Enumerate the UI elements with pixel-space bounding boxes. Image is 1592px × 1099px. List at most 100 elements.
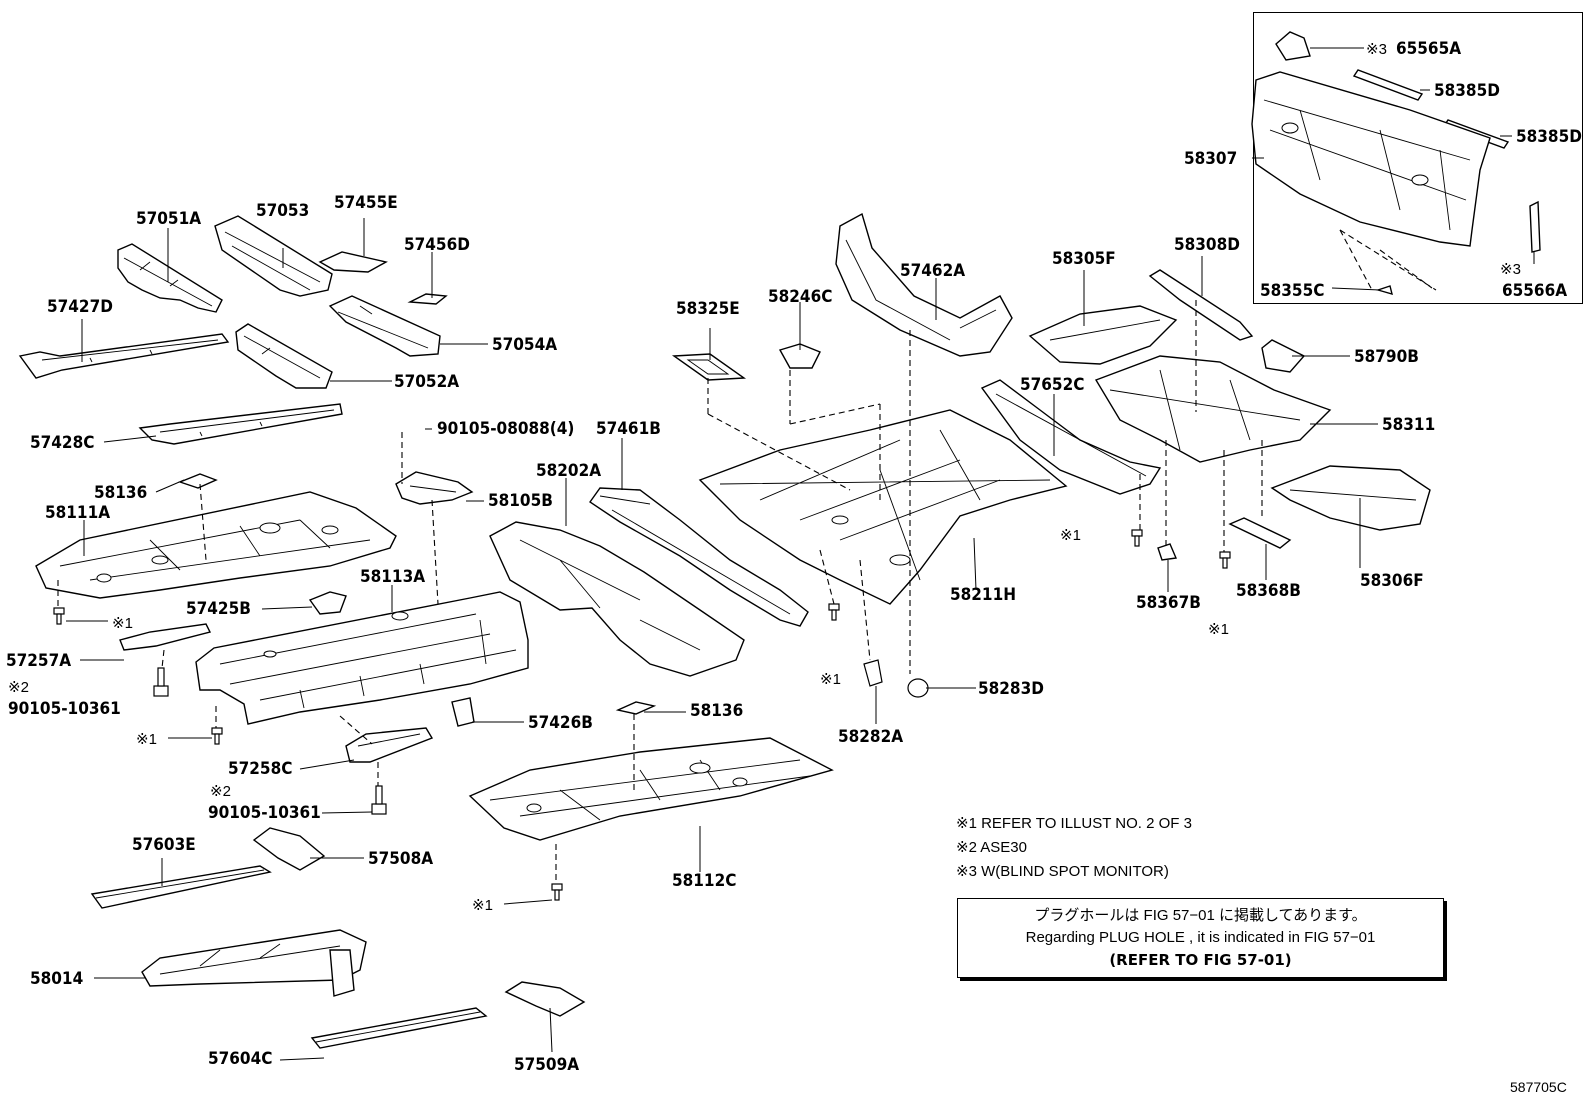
label-90105-08088[interactable]: 90105-08088(4) <box>437 419 574 439</box>
part-58112C[interactable] <box>468 737 834 841</box>
ref-mark-1b: ※1 <box>136 731 157 748</box>
part-58202A[interactable] <box>489 521 745 677</box>
part-58368B[interactable] <box>1228 517 1292 549</box>
label-57052A[interactable]: 57052A <box>394 372 459 392</box>
part-58282A[interactable] <box>863 659 883 687</box>
part-58385D-upper[interactable] <box>1352 69 1424 101</box>
label-57461B[interactable]: 57461B <box>596 419 661 439</box>
label-58113A[interactable]: 58113A <box>360 567 425 587</box>
label-57257A[interactable]: 57257A <box>6 651 71 671</box>
part-58306F[interactable] <box>1270 465 1431 531</box>
label-57051A[interactable]: 57051A <box>136 209 201 229</box>
label-57652C[interactable]: 57652C <box>1020 375 1084 395</box>
part-65566A[interactable] <box>1529 200 1541 253</box>
bolt-90105-10361-lower[interactable] <box>371 785 387 815</box>
label-58282A[interactable]: 58282A <box>838 727 903 747</box>
part-58246C[interactable] <box>778 343 821 369</box>
label-57428C[interactable]: 57428C <box>30 433 94 453</box>
label-90105-10361-upper[interactable]: 90105-10361 <box>8 699 121 719</box>
part-58367B[interactable] <box>1157 543 1178 561</box>
label-57258C[interactable]: 57258C <box>228 759 292 779</box>
part-57054A[interactable] <box>328 295 441 357</box>
part-57455E[interactable] <box>318 251 388 273</box>
part-58136-upper[interactable] <box>177 473 218 489</box>
part-57604C[interactable] <box>310 1007 488 1049</box>
label-58246C[interactable]: 58246C <box>768 287 832 307</box>
label-57054A[interactable]: 57054A <box>492 335 557 355</box>
label-58367B[interactable]: 58367B <box>1136 593 1201 613</box>
part-57053[interactable] <box>214 215 333 297</box>
label-57425B[interactable]: 57425B <box>186 599 251 619</box>
part-57427D[interactable] <box>18 333 230 379</box>
label-57053[interactable]: 57053 <box>256 201 309 221</box>
label-57509A[interactable]: 57509A <box>514 1055 579 1075</box>
label-57455E[interactable]: 57455E <box>334 193 398 213</box>
label-58283D[interactable]: 58283D <box>978 679 1044 699</box>
label-58111A[interactable]: 58111A <box>45 503 110 523</box>
label-58311[interactable]: 58311 <box>1382 415 1435 435</box>
label-65565A[interactable]: 65565A <box>1396 39 1461 59</box>
label-58308D[interactable]: 58308D <box>1174 235 1240 255</box>
label-58112C[interactable]: 58112C <box>672 871 736 891</box>
part-57051A[interactable] <box>117 243 223 313</box>
part-57257A[interactable] <box>119 623 212 651</box>
label-58355C[interactable]: 58355C <box>1260 281 1324 301</box>
part-57461B[interactable] <box>589 487 809 627</box>
bolt-ref1-c <box>551 883 563 901</box>
label-57603E[interactable]: 57603E <box>132 835 196 855</box>
label-57427D[interactable]: 57427D <box>47 297 113 317</box>
label-58306F[interactable]: 58306F <box>1360 571 1424 591</box>
part-57652C[interactable] <box>980 379 1162 495</box>
part-58136-lower[interactable] <box>615 701 657 715</box>
part-58283D[interactable] <box>907 678 929 698</box>
part-57462A[interactable] <box>835 212 1013 357</box>
part-58014[interactable] <box>141 929 367 997</box>
label-58202A[interactable]: 58202A <box>536 461 601 481</box>
label-90105-10361-lower[interactable]: 90105-10361 <box>208 803 321 823</box>
part-57508A[interactable] <box>252 827 326 871</box>
part-57509A[interactable] <box>504 981 586 1017</box>
bolt-ref1-f <box>1219 551 1231 569</box>
part-57425B[interactable] <box>308 591 347 615</box>
part-58355C[interactable] <box>1375 285 1393 296</box>
part-65565A[interactable] <box>1275 31 1311 61</box>
label-58014[interactable]: 58014 <box>30 969 83 989</box>
part-58105B[interactable] <box>395 471 474 505</box>
part-57456D[interactable] <box>407 293 448 305</box>
part-57052A[interactable] <box>235 323 333 389</box>
label-57508A[interactable]: 57508A <box>368 849 433 869</box>
note-ref3: ※3 W(BLIND SPOT MONITOR) <box>956 863 1169 880</box>
label-65566A[interactable]: 65566A <box>1502 281 1567 301</box>
label-57604C[interactable]: 57604C <box>208 1049 272 1069</box>
label-58105B[interactable]: 58105B <box>488 491 553 511</box>
part-labels: 57051A 57053 57455E 57456D 57427D 57054A… <box>6 39 1582 1095</box>
part-58111A[interactable] <box>35 491 397 599</box>
part-57603E[interactable] <box>90 865 272 909</box>
label-58211H[interactable]: 58211H <box>950 585 1016 605</box>
part-58308D[interactable] <box>1148 269 1254 341</box>
label-58385D-lower[interactable]: 58385D <box>1516 127 1582 147</box>
label-58136-lower[interactable]: 58136 <box>690 701 743 721</box>
ref-mark-1d: ※1 <box>820 671 841 688</box>
bolt-90105-10361-upper[interactable] <box>153 667 169 697</box>
label-58136-upper[interactable]: 58136 <box>94 483 147 503</box>
part-58307[interactable] <box>1251 71 1491 247</box>
ref-mark-1f: ※1 <box>1208 621 1229 638</box>
part-57428C[interactable] <box>138 403 343 445</box>
label-58305F[interactable]: 58305F <box>1052 249 1116 269</box>
label-58325E[interactable]: 58325E <box>676 299 740 319</box>
label-58307[interactable]: 58307 <box>1184 149 1237 169</box>
label-57462A[interactable]: 57462A <box>900 261 965 281</box>
part-58113A[interactable] <box>195 591 529 725</box>
label-58368B[interactable]: 58368B <box>1236 581 1301 601</box>
label-57456D[interactable]: 57456D <box>404 235 470 255</box>
part-57258C[interactable] <box>345 727 434 763</box>
part-57426B[interactable] <box>451 697 475 727</box>
part-58311[interactable] <box>1094 355 1332 463</box>
label-58790B[interactable]: 58790B <box>1354 347 1419 367</box>
label-57426B[interactable]: 57426B <box>528 713 593 733</box>
part-58305F[interactable] <box>1028 305 1178 365</box>
label-58385D-upper[interactable]: 58385D <box>1434 81 1500 101</box>
part-58325E[interactable] <box>671 353 747 381</box>
part-58790B[interactable] <box>1261 339 1306 373</box>
